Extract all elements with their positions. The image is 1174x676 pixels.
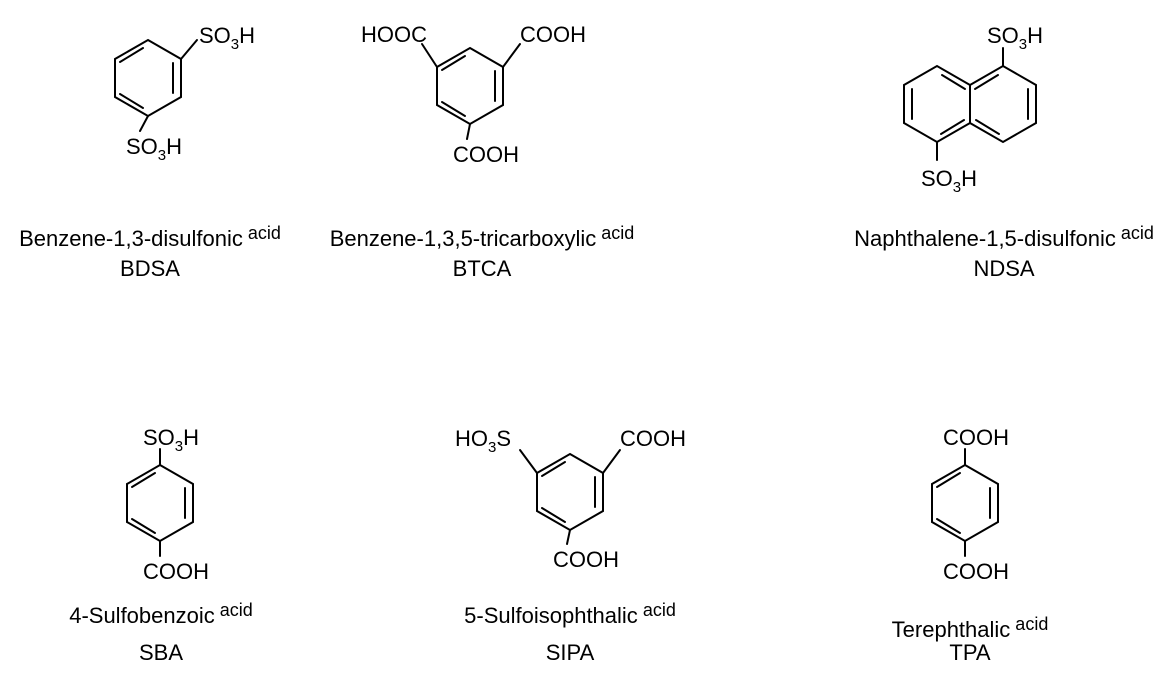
btca-group-3: COOH (453, 142, 519, 167)
bdsa-bond-bottom (139, 115, 149, 132)
ndsa-abbreviation: NDSA (973, 256, 1035, 281)
tpa-name-suffix: acid (1015, 614, 1049, 634)
sipa-bond-right (602, 449, 621, 474)
bdsa-group-2: SO3H (126, 134, 182, 164)
sba-name-suffix: acid (219, 600, 253, 620)
sba-name-main: 4-Sulfobenzoic (69, 603, 215, 628)
bdsa-name-main: Benzene-1,3-disulfonic (19, 226, 243, 251)
sipa-bond-bottom (566, 529, 571, 545)
bdsa-group-1: SO3H (199, 23, 255, 53)
ndsa-group-2: SO3H (921, 166, 977, 196)
ndsa-group-1: SO3H (987, 23, 1043, 53)
bdsa-benzene-ring (114, 38, 182, 118)
btca-bond-bottom (466, 123, 471, 140)
tpa-name-main: Terephthalic (891, 617, 1011, 642)
tpa-group-2: COOH (943, 559, 1009, 584)
ndsa-naphthalene-ring (903, 64, 1037, 144)
btca-group-2: COOH (520, 22, 586, 47)
bdsa-name-suffix: acid (247, 223, 281, 243)
sipa-benzene-ring (536, 452, 604, 532)
btca-benzene-ring (436, 46, 504, 126)
sba-group-1: SO3H (143, 425, 199, 455)
sipa-bond-left (519, 449, 538, 474)
sipa-name-main: 5-Sulfoisophthalic (464, 603, 638, 628)
bdsa-bond-top (180, 39, 198, 60)
sba-abbreviation: SBA (138, 640, 184, 665)
ndsa-name-main: Naphthalene-1,5-disulfonic (854, 226, 1116, 251)
sba-group-2: COOH (143, 559, 209, 584)
sipa-group-1: HO3S (455, 426, 511, 456)
btca-name-suffix: acid (601, 223, 635, 243)
sipa-group-3: COOH (553, 547, 619, 572)
sipa-group-2: COOH (620, 426, 686, 451)
btca-group-1: HOOC (361, 22, 427, 47)
ndsa-name-suffix: acid (1120, 223, 1154, 243)
btca-abbreviation: BTCA (452, 256, 512, 281)
btca-name-main: Benzene-1,3,5-tricarboxylic (329, 226, 597, 251)
tpa-group-1: COOH (943, 425, 1009, 450)
tpa-benzene-ring (931, 463, 999, 543)
bdsa-abbreviation: BDSA (120, 256, 180, 281)
tpa-abbreviation: TPA (949, 640, 991, 665)
sipa-abbreviation: SIPA (545, 640, 595, 665)
sipa-name-suffix: acid (642, 600, 676, 620)
sba-benzene-ring (126, 463, 194, 543)
btca-bond-left (421, 43, 438, 68)
btca-bond-right (502, 43, 521, 68)
